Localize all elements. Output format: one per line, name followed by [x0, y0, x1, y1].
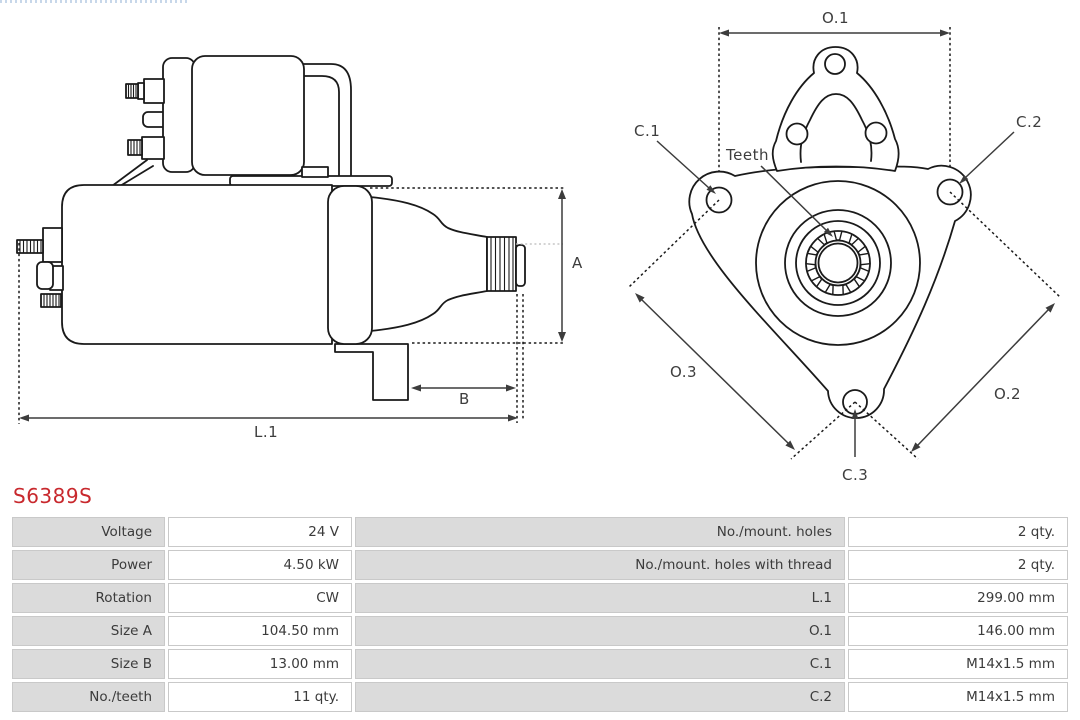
solenoid-terminal-upper: [125, 78, 165, 104]
teeth-label: Teeth: [725, 146, 769, 164]
spec-value-cell: 13.00 mm: [168, 649, 352, 679]
rear-stud-lower: [36, 261, 64, 308]
leader-c1: C.1: [634, 122, 716, 194]
boss-side-hole-right: [864, 121, 888, 145]
front-view-dimension-o2: O.2: [854, 191, 1061, 460]
pinion-shaft: [486, 236, 526, 292]
spec-label-cell: L.1: [355, 583, 845, 613]
dim-label-c2: C.2: [1016, 113, 1042, 131]
starter-side-view-drawing: A B L.1: [16, 55, 583, 441]
spec-label-cell: No./teeth: [12, 682, 165, 712]
spec-label-cell: No./mount. holes with thread: [355, 550, 845, 580]
mounting-plate-step: [301, 166, 329, 178]
product-drawings: A B L.1 O.1: [16, 9, 1061, 482]
front-view-dimension-c3: C.3: [842, 409, 868, 482]
dim-label-o1: O.1: [822, 9, 849, 27]
spec-value-cell: M14x1.5 mm: [848, 682, 1068, 712]
spec-label-cell: Voltage: [12, 517, 165, 547]
spec-label-cell: Size B: [12, 649, 165, 679]
dim-label-c1: C.1: [634, 122, 660, 140]
dim-label-o2: O.2: [994, 385, 1021, 403]
boss-side-hole-left: [785, 122, 809, 146]
spec-label-cell: C.1: [355, 649, 845, 679]
spec-value-cell: CW: [168, 583, 352, 613]
spec-label-cell: O.1: [355, 616, 845, 646]
spec-value-cell: M14x1.5 mm: [848, 649, 1068, 679]
spec-label-cell: C.2: [355, 682, 845, 712]
dim-label-a: A: [572, 254, 583, 272]
terminal-wire: [111, 159, 148, 187]
spec-value-cell: 4.50 kW: [168, 550, 352, 580]
leader-teeth: Teeth: [725, 146, 833, 237]
specification-table: Voltage 24 V No./mount. holes 2 qty. Pow…: [12, 517, 1068, 712]
spec-value-cell: 2 qty.: [848, 550, 1068, 580]
solenoid-wire-conduit: [302, 63, 352, 181]
mounting-foot: [334, 343, 409, 401]
motor-housing: [61, 184, 333, 345]
top-boss-hole: [824, 53, 846, 75]
front-view-dimension-o3: O.3: [628, 199, 856, 460]
spec-label-cell: Rotation: [12, 583, 165, 613]
part-number: S6389S: [13, 484, 93, 508]
spec-value-cell: 24 V: [168, 517, 352, 547]
spec-value-cell: 104.50 mm: [168, 616, 352, 646]
starter-front-view-drawing: O.1: [628, 9, 1061, 482]
spec-value-cell: 11 qty.: [168, 682, 352, 712]
dim-label-o3: O.3: [670, 363, 697, 381]
rear-stud-upper: [16, 227, 63, 263]
side-view-dimensions: A B L.1: [18, 187, 583, 441]
dim-label-l1: L.1: [254, 423, 278, 441]
drive-end-housing: [369, 196, 488, 332]
leader-c2: C.2: [959, 113, 1042, 184]
solenoid-cap: [162, 57, 196, 173]
spec-value-cell: 299.00 mm: [848, 583, 1068, 613]
spec-value-cell: 2 qty.: [848, 517, 1068, 547]
watermark-remnant: [0, 0, 190, 3]
solenoid-body: [191, 55, 305, 176]
spec-label-cell: Size A: [12, 616, 165, 646]
dim-label-b: B: [459, 390, 470, 408]
spec-label-cell: No./mount. holes: [355, 517, 845, 547]
pinion-hub: [814, 239, 862, 287]
solenoid-terminal-lower: [127, 136, 165, 160]
spec-label-cell: Power: [12, 550, 165, 580]
spec-value-cell: 146.00 mm: [848, 616, 1068, 646]
dim-label-c3: C.3: [842, 466, 868, 482]
drive-end-flange: [327, 185, 373, 345]
